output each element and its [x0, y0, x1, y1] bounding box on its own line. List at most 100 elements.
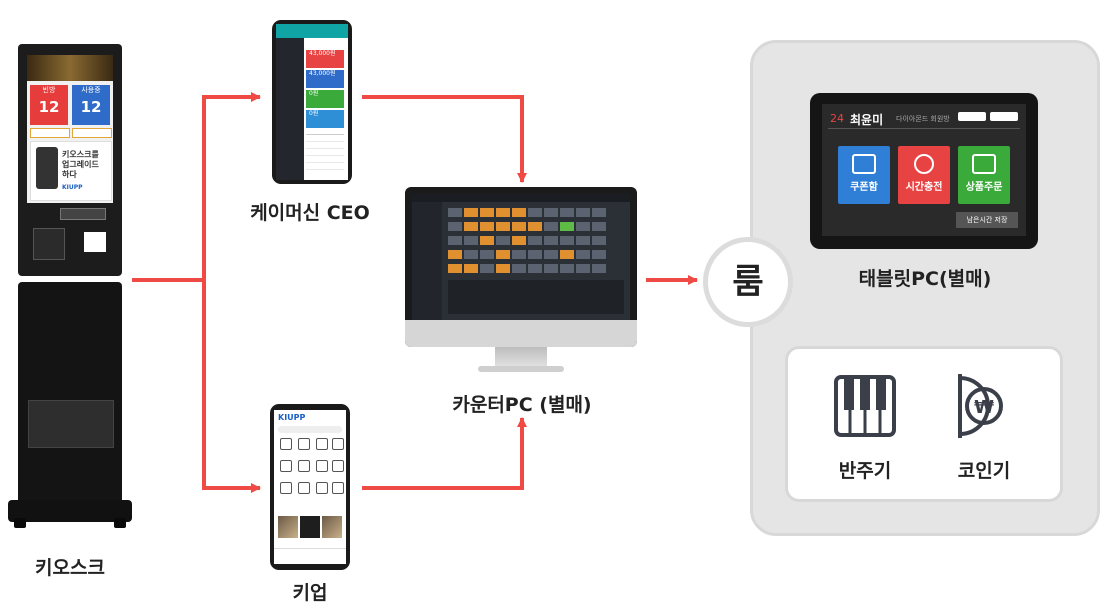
kiosk-ad-text: 키오스크를 업그레이드 하다: [62, 150, 99, 179]
ceo-card-4: 0원: [306, 110, 344, 128]
monitor-cell: [560, 250, 574, 259]
monitor-cell: [448, 222, 462, 231]
monitor-cell: [592, 208, 606, 217]
tablet-order-label: 상품주문: [965, 182, 1003, 193]
tablet-remain-button: 남은시간 저장: [956, 212, 1018, 228]
monitor-cell: [528, 250, 542, 259]
monitor-cell: [480, 264, 494, 273]
monitor-cell: [528, 222, 542, 231]
tablet-time-charge-button: 시간충전: [898, 146, 950, 204]
monitor-cell: [576, 236, 590, 245]
monitor-cell: [480, 236, 494, 245]
kiosk-tile-in-use: 사용중 12: [72, 85, 110, 125]
kiosk-label: 키오스크: [35, 557, 105, 579]
monitor-cell: [592, 250, 606, 259]
arrow-to-ceo: [202, 92, 261, 282]
tablet-info-button: [990, 112, 1018, 121]
monitor-cell: [528, 236, 542, 245]
kiosk-tile-vacant-title: 빈방: [42, 86, 56, 94]
kiosk-ad-brand: KIUPP: [62, 184, 83, 191]
kiupp-thumbnail: [278, 516, 298, 538]
monitor-cell: [512, 236, 526, 245]
monitor-cell: [528, 208, 542, 217]
monitor-cell: [464, 222, 478, 231]
kiupp-menu-icon: [316, 438, 328, 450]
kiupp-menu-icon: [280, 482, 292, 494]
tablet-coupon-label: 쿠폰함: [850, 182, 878, 193]
monitor-cell: [480, 208, 494, 217]
kiosk-screen-photo: [27, 55, 113, 81]
counter-label: 카운터PC (별매): [452, 394, 592, 416]
kiupp-brand: KIUPP: [278, 413, 306, 422]
arrow-ceo-to-counter: [362, 95, 527, 183]
kiupp-label: 키업: [292, 582, 328, 604]
monitor-cell: [576, 222, 590, 231]
kiosk-lower-body: [18, 282, 122, 506]
kiupp-menu-icon: [332, 438, 344, 450]
monitor-cell: [480, 222, 494, 231]
kiupp-phone-screen: KIUPP: [274, 410, 346, 564]
monitor-cell: [464, 236, 478, 245]
ceo-phone-screen: 43,000원 43,000원 0원 0원: [276, 24, 348, 180]
kiosk-mini-button-left: [30, 128, 70, 138]
kiupp-menu-icon: [316, 482, 328, 494]
monitor-foot: [478, 366, 564, 372]
kiupp-menu-icon: [332, 460, 344, 472]
monitor-chin: [405, 320, 637, 347]
monitor-cell: [464, 264, 478, 273]
monitor-cell: [512, 264, 526, 273]
coin-icon: ₩: [958, 374, 1003, 438]
monitor-cell: [560, 222, 574, 231]
monitor-cell: [560, 264, 574, 273]
tablet-order-button: 상품주문: [958, 146, 1010, 204]
timer-icon: [914, 154, 934, 174]
monitor-cell: [496, 208, 510, 217]
tablet-room-no: 24: [830, 112, 844, 125]
monitor-cell: [480, 250, 494, 259]
kiupp-menu-icon: [280, 438, 292, 450]
kiosk-wheel-left: [14, 518, 26, 528]
kiosk-wheel-right: [114, 518, 126, 528]
kiosk-mini-button-right: [72, 128, 112, 138]
monitor-cell: [496, 264, 510, 273]
tablet-divider: [828, 128, 1020, 129]
monitor-cell: [512, 250, 526, 259]
monitor-cell: [448, 236, 462, 245]
monitor-cell: [448, 208, 462, 217]
monitor-cell: [576, 208, 590, 217]
kiosk-button: [84, 232, 106, 252]
kiosk-tile-vacant-count: 12: [38, 98, 60, 116]
ceo-sidebar: [276, 38, 304, 180]
kiupp-menu-icon: [298, 482, 310, 494]
room-circle: 룸: [703, 237, 793, 327]
kiupp-bottom-nav: [274, 548, 346, 564]
tablet-label: 태블릿PC(별매): [858, 268, 992, 290]
kiupp-thumbnail: [300, 516, 320, 538]
tablet-notice: 다이아몬드 회원방: [896, 115, 950, 123]
ceo-label: 케이머신 CEO: [250, 202, 370, 224]
kiosk-tile-in-use-count: 12: [80, 98, 102, 116]
monitor-cell: [544, 222, 558, 231]
ceo-list: [306, 134, 344, 175]
monitor-screen: [412, 194, 630, 320]
monitor-cell: [464, 250, 478, 259]
piano-icon: [834, 375, 896, 437]
monitor-cell: [496, 222, 510, 231]
monitor-cell: [592, 236, 606, 245]
monitor-cell: [464, 208, 478, 217]
monitor-cell: [560, 208, 574, 217]
ceo-card-2: 43,000원: [306, 70, 344, 88]
kiupp-menu-icon: [298, 460, 310, 472]
kiosk-ad-phone-image: [36, 147, 58, 189]
food-icon: [972, 154, 996, 174]
kiupp-menu-icon: [280, 460, 292, 472]
monitor-cell: [592, 222, 606, 231]
kiupp-menu-icon: [316, 460, 328, 472]
monitor-cell: [528, 264, 542, 273]
monitor-cell: [544, 264, 558, 273]
kiosk-card-slot: [60, 208, 106, 220]
accompaniment-label: 반주기: [838, 460, 892, 482]
tablet-time-charge-label: 시간충전: [905, 182, 943, 193]
monitor-cell: [576, 250, 590, 259]
kiosk-tile-vacant: 빈방 12: [30, 85, 68, 125]
